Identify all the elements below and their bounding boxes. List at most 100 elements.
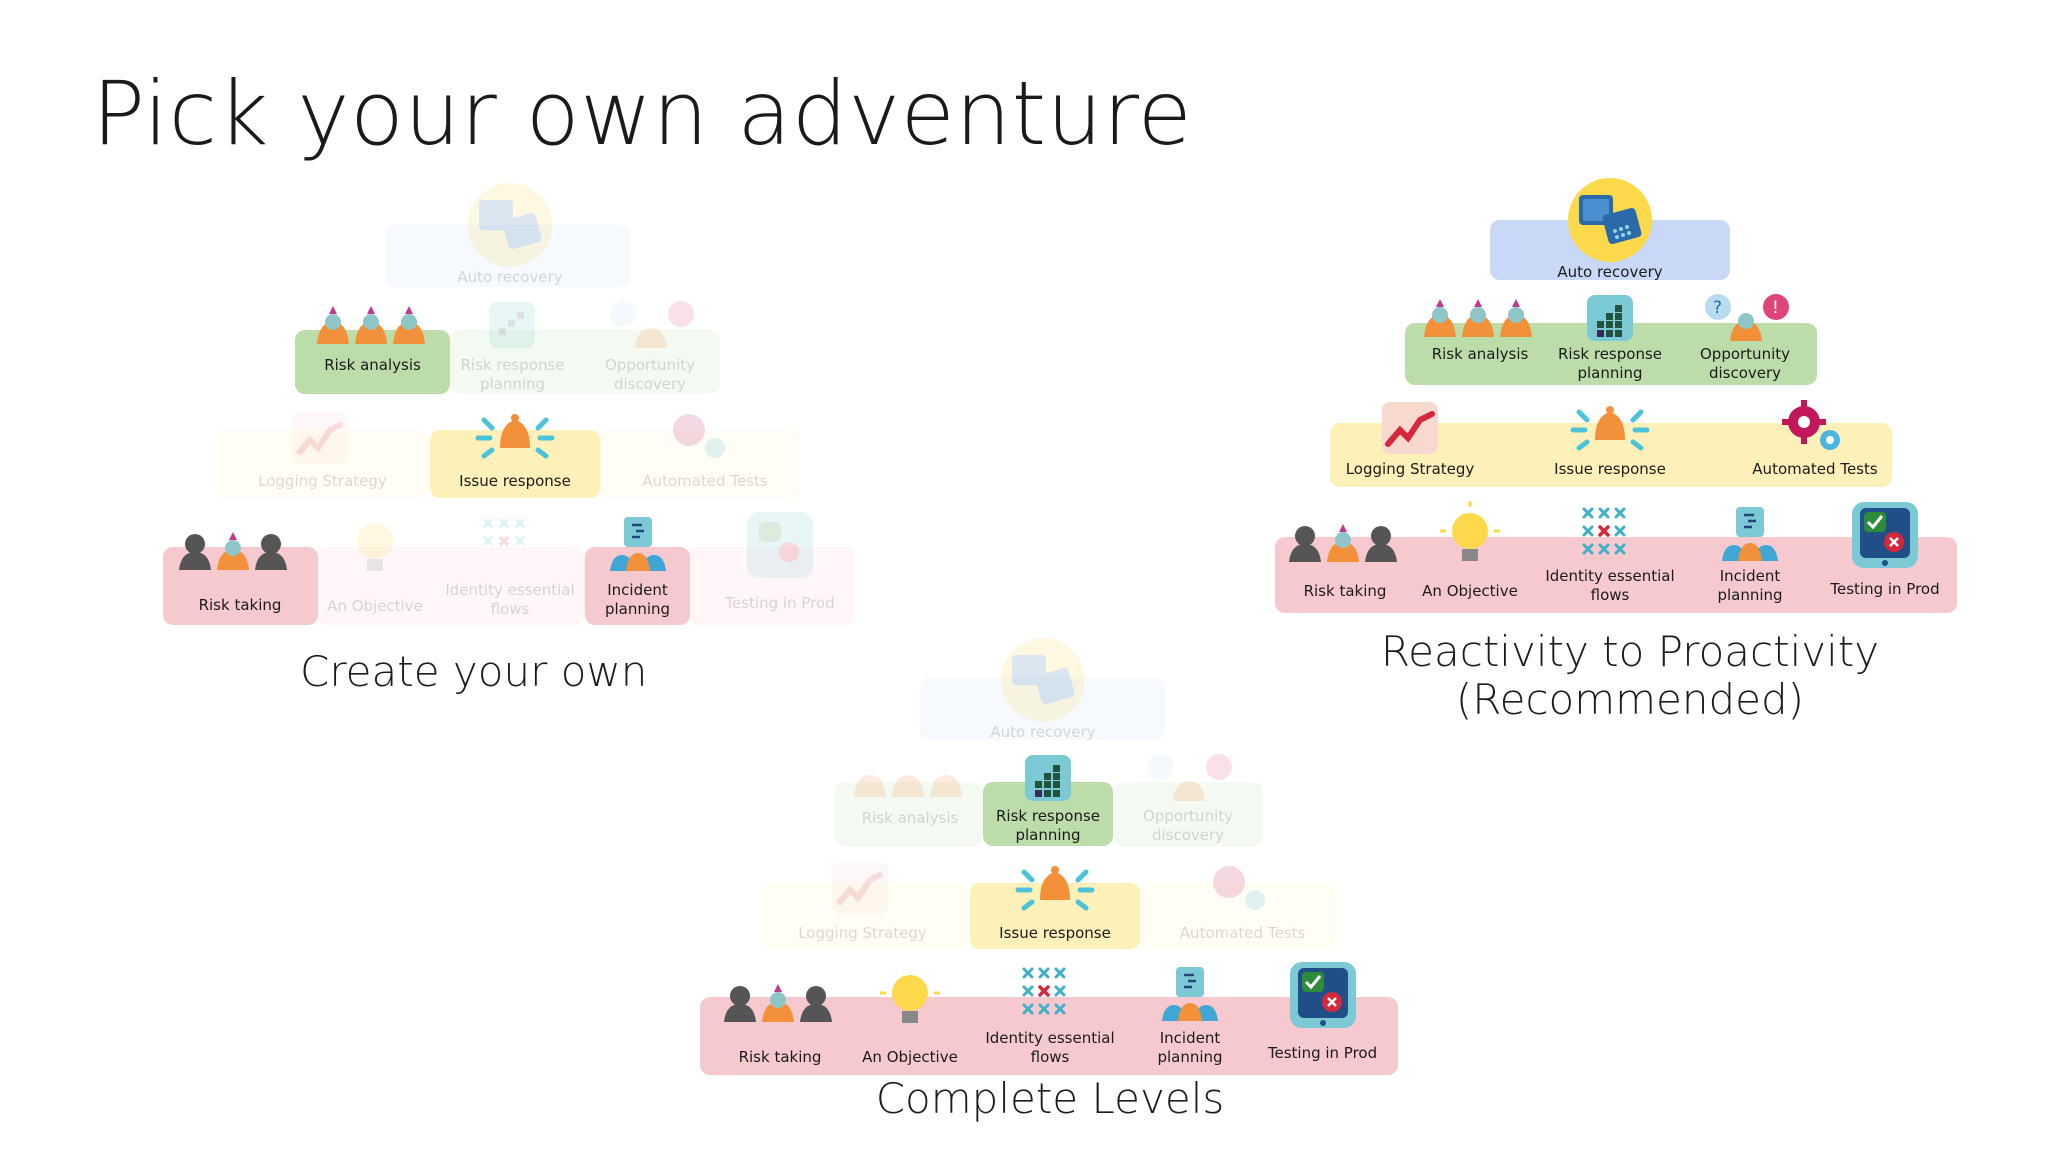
item-logging-strategy: Logging Strategy <box>1330 400 1490 485</box>
item-auto-recovery: Auto recovery <box>1550 175 1670 285</box>
incident-team-icon <box>1722 507 1778 561</box>
label-risk-taking: Risk taking <box>1303 582 1387 600</box>
gears-icon <box>673 414 725 458</box>
item-risk-taking: Risk taking <box>1280 510 1410 610</box>
diagram-complete-levels: Auto recovery Risk analysis Risk respons… <box>700 635 1400 1085</box>
alarm-bell-icon <box>1570 406 1650 451</box>
tablet-check-icon <box>1290 962 1356 1028</box>
label-issue-response: Issue response <box>459 472 571 490</box>
label-risk-analysis: Risk analysis <box>1431 345 1529 363</box>
label-an-objective: An Objective <box>862 1048 958 1066</box>
cross-grid-icon <box>482 517 526 547</box>
label-auto-recovery: Auto recovery <box>990 723 1096 741</box>
item-risk-analysis: Risk analysis <box>305 300 440 385</box>
tablet-check-icon <box>747 512 813 578</box>
item-issue-response: Issue response <box>455 408 575 496</box>
monsters-icon <box>1424 299 1532 337</box>
label-testing-in-prod: Testing in Prod <box>725 594 835 612</box>
level-risk-left <box>835 782 983 846</box>
question-monster-icon <box>1148 754 1232 801</box>
label-automated-tests: Automated Tests <box>1752 460 1878 478</box>
alarm-bell-icon <box>1015 866 1095 911</box>
item-an-objective: An Objective <box>315 515 435 623</box>
level-issue-left <box>760 883 970 949</box>
bar-grid-icon <box>1587 295 1633 341</box>
lightbulb-icon <box>357 523 393 571</box>
diagram-create-your-own: Auto recovery Risk analysis Risk respons… <box>160 180 860 630</box>
cross-grid-icon <box>1582 507 1626 555</box>
incident-team-icon <box>1162 967 1218 1021</box>
incident-team-icon <box>610 517 666 571</box>
laptop-icon <box>1001 638 1085 722</box>
level-auto-recovery <box>385 225 630 287</box>
alarm-bell-icon <box>475 414 555 459</box>
label-logging-strategy: Logging Strategy <box>258 472 387 490</box>
level-issue-right <box>600 430 800 498</box>
item-issue-response: Issue response <box>1550 400 1670 485</box>
item-automated-tests: Automated Tests <box>620 408 790 496</box>
item-testing-in-prod: Testing in Prod <box>1810 500 1960 610</box>
caption-complete-levels: Complete Levels <box>875 1074 1225 1123</box>
item-testing-in-prod: Testing in Prod <box>705 510 855 622</box>
laptop-icon <box>1568 178 1652 262</box>
bar-grid-icon <box>1025 755 1071 801</box>
item-risk-taking: Risk taking <box>710 970 850 1075</box>
slide-title: Pick your own adventure <box>92 62 1193 165</box>
label-issue-response: Issue response <box>1554 460 1666 478</box>
question-monster-icon <box>610 301 694 348</box>
team-monsters-icon <box>179 532 287 570</box>
label-an-objective: An Objective <box>327 597 423 615</box>
cross-grid-icon <box>1022 967 1066 1015</box>
item-testing-in-prod: Testing in Prod <box>1250 960 1395 1072</box>
trend-graph-icon <box>292 412 348 464</box>
item-auto-recovery: Auto recovery <box>983 635 1103 745</box>
monsters-icon <box>854 775 962 797</box>
label-auto-recovery: Auto recovery <box>457 268 563 286</box>
item-an-objective: An Objective <box>850 967 970 1075</box>
monsters-icon <box>317 306 425 344</box>
label-auto-recovery: Auto recovery <box>1557 263 1663 281</box>
item-logging-strategy: Logging Strategy <box>775 860 950 948</box>
lightbulb-icon <box>1440 501 1500 561</box>
level-risk <box>450 330 720 394</box>
trend-graph-icon <box>832 862 888 914</box>
gears-icon <box>1213 866 1265 910</box>
item-risk-analysis: Risk analysis <box>840 753 980 838</box>
svg-text:!: ! <box>1772 298 1779 318</box>
item-logging-strategy: Logging Strategy <box>235 410 410 495</box>
level-risk-right <box>1113 782 1263 846</box>
label-automated-tests: Automated Tests <box>642 472 768 490</box>
label-an-objective: An Objective <box>1422 582 1518 600</box>
level-auto-recovery <box>920 678 1165 740</box>
team-monsters-icon <box>724 984 832 1022</box>
label-issue-response: Issue response <box>999 924 1111 942</box>
label-risk-analysis: Risk analysis <box>861 809 959 827</box>
label-logging-strategy: Logging Strategy <box>1345 460 1475 478</box>
item-risk-analysis: Risk analysis <box>1415 293 1545 373</box>
laptop-icon <box>468 183 552 267</box>
level-issue <box>215 430 430 498</box>
item-an-objective: An Objective <box>1410 501 1530 610</box>
caption-create-your-own: Create your own <box>300 647 648 696</box>
level-base <box>318 547 585 625</box>
